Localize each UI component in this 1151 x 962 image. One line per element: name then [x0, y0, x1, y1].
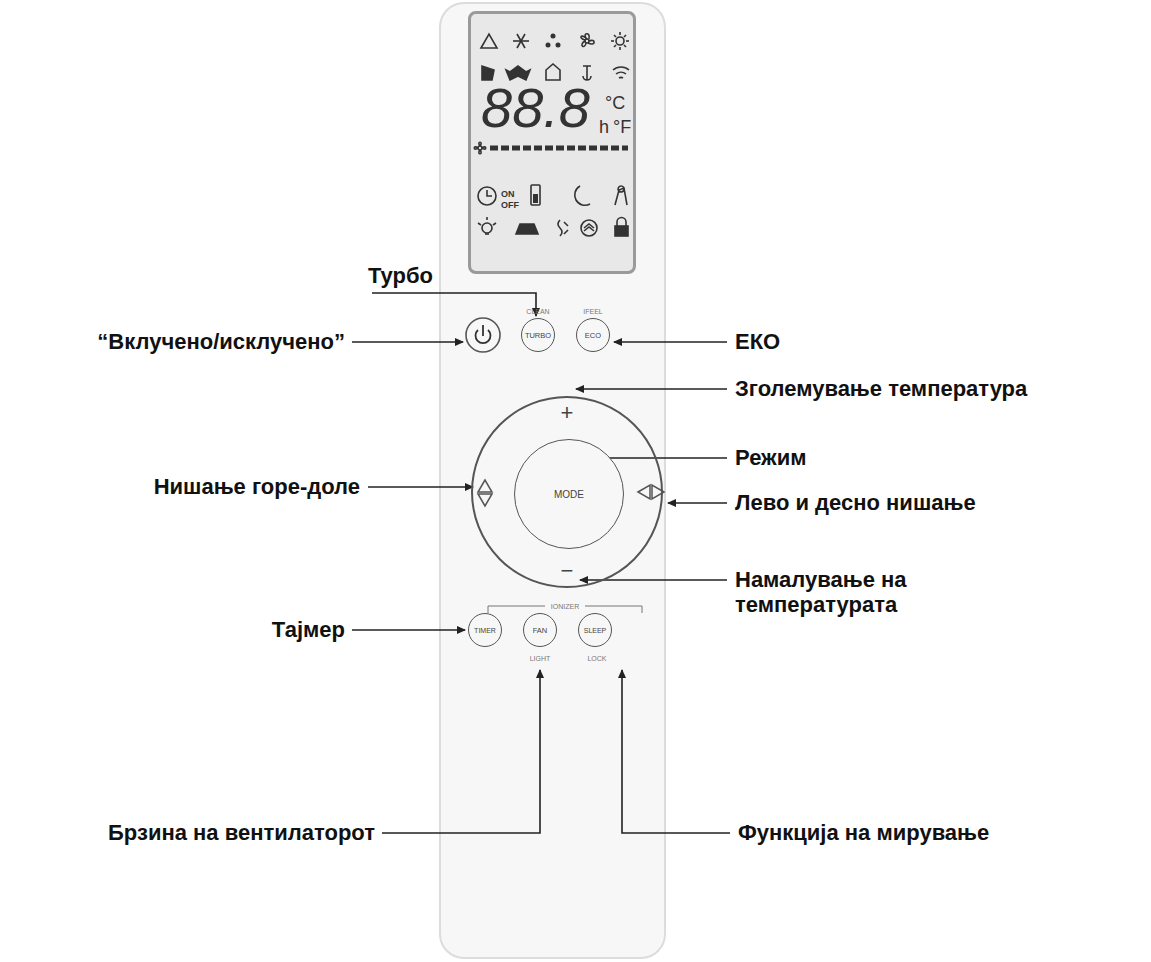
- turbo-button: TURBO: [521, 318, 555, 352]
- display-ground: [468, 11, 636, 274]
- segment-digits: 88.8: [481, 80, 590, 136]
- minus-sign: −: [561, 560, 574, 582]
- unit-hour: h: [599, 118, 609, 136]
- button-caption: IFEEL: [583, 308, 602, 315]
- fan-button: FAN: [523, 613, 557, 647]
- remote-body: [440, 3, 665, 958]
- button-text: FAN: [533, 626, 548, 635]
- timer-button: TIMER: [468, 613, 502, 647]
- button-text: TURBO: [525, 331, 551, 340]
- display-screen: 88.8 °C h°F ON OFF: [468, 11, 636, 274]
- callout-label: Лево и десно нишање: [735, 490, 976, 515]
- callout-label: “Вклучено/исклучено”: [97, 329, 345, 354]
- plus-sign: +: [561, 402, 574, 424]
- button-text: ECO: [585, 331, 601, 340]
- button-caption: CLEAN: [526, 308, 549, 315]
- unit-fahrenheit: °F: [613, 118, 631, 136]
- button-text: TIMER: [474, 627, 496, 634]
- timer-on: ON: [501, 190, 515, 199]
- button-caption: LOCK: [587, 655, 606, 662]
- mode-button: MODE: [514, 439, 624, 549]
- button-caption: LIGHT: [530, 655, 551, 662]
- callout-label: Функција на мирување: [738, 820, 989, 845]
- callout-label: Турбо: [368, 263, 433, 288]
- display-icons: [474, 32, 629, 236]
- leader-lines: [352, 293, 730, 833]
- callout-label: Намалување на температурата: [735, 567, 985, 618]
- button-caption: IONIZER: [551, 603, 579, 610]
- unit-celsius: °C: [605, 94, 625, 112]
- button-text: SLEEP: [584, 627, 607, 634]
- callout-label: Режим: [735, 445, 806, 470]
- callout-label: ЕКО: [735, 329, 780, 354]
- sleep-button: SLEEP: [578, 613, 612, 647]
- button-text: MODE: [554, 489, 584, 500]
- callout-label: Зголемување температура: [735, 376, 1027, 401]
- callout-label: Нишање горе-доле: [154, 474, 360, 499]
- callout-label: Тајмер: [272, 617, 345, 642]
- callout-label: Брзина на вентилаторот: [108, 820, 375, 845]
- control-ring: + − MODE: [471, 396, 663, 588]
- power-button: [466, 318, 500, 352]
- eco-button: ECO: [576, 318, 610, 352]
- timer-off: OFF: [501, 201, 519, 210]
